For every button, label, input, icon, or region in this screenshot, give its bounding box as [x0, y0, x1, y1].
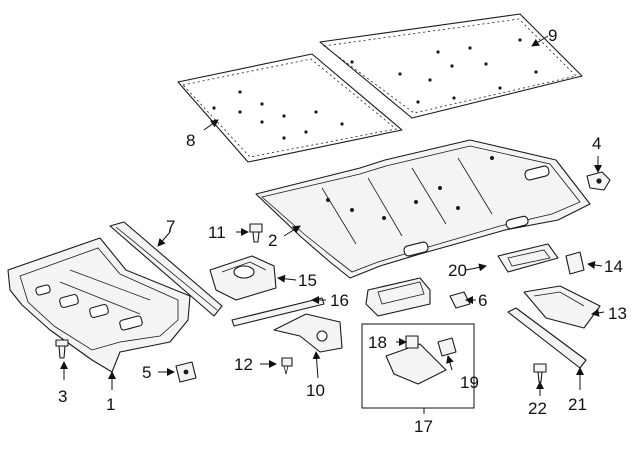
- insulation-pad-rear: [319, 13, 583, 119]
- cover-panel-13: [523, 285, 601, 329]
- lamp-upper: [497, 243, 559, 273]
- kit-box-17: [361, 323, 475, 409]
- callout-11: 11: [208, 223, 226, 242]
- trim-strip: [109, 221, 223, 317]
- callout-10: 10: [306, 381, 325, 400]
- lamp-assembly-20: [365, 277, 431, 317]
- socket-19: [437, 337, 457, 357]
- control-module-14: [565, 251, 585, 275]
- screw-12: [281, 357, 293, 375]
- callout-14: 14: [604, 257, 623, 276]
- callout-19: 19: [460, 373, 479, 392]
- callout-1: 1: [106, 395, 115, 414]
- callout-4: 4: [592, 134, 601, 153]
- rail-21: [507, 307, 587, 369]
- callout-21: 21: [568, 395, 587, 414]
- callout-20: 20: [448, 261, 467, 280]
- callout-9: 9: [548, 26, 557, 45]
- callout-5: 5: [142, 363, 151, 382]
- clip-4: [586, 171, 611, 191]
- bulb-18: [405, 335, 419, 349]
- callout-6: 6: [478, 291, 487, 310]
- callout-13: 13: [608, 304, 627, 323]
- callout-15: 15: [298, 271, 317, 290]
- headliner-panel: [255, 139, 591, 279]
- callout-12: 12: [234, 355, 253, 374]
- callout-3: 3: [58, 387, 67, 406]
- roof-bow-panel: [7, 237, 191, 373]
- insulation-pad-front: [177, 53, 403, 163]
- screw-22: [533, 363, 547, 383]
- callout-17: 17: [414, 417, 433, 436]
- callout-8: 8: [186, 131, 195, 150]
- lamp-housing-15: [209, 255, 277, 301]
- push-pin-3: [55, 339, 69, 359]
- callout-16: 16: [330, 291, 349, 310]
- harness-16: [231, 297, 325, 327]
- leader-lines: [60, 35, 605, 414]
- callout-22: 22: [528, 399, 547, 418]
- bracket-10: [273, 313, 343, 353]
- callout-18: 18: [368, 333, 387, 352]
- lamp-lens-17: [385, 343, 447, 385]
- fastener-11: [249, 223, 263, 243]
- callout-2: 2: [268, 231, 277, 250]
- clip-5: [175, 361, 197, 383]
- callout-7: 7: [166, 217, 175, 236]
